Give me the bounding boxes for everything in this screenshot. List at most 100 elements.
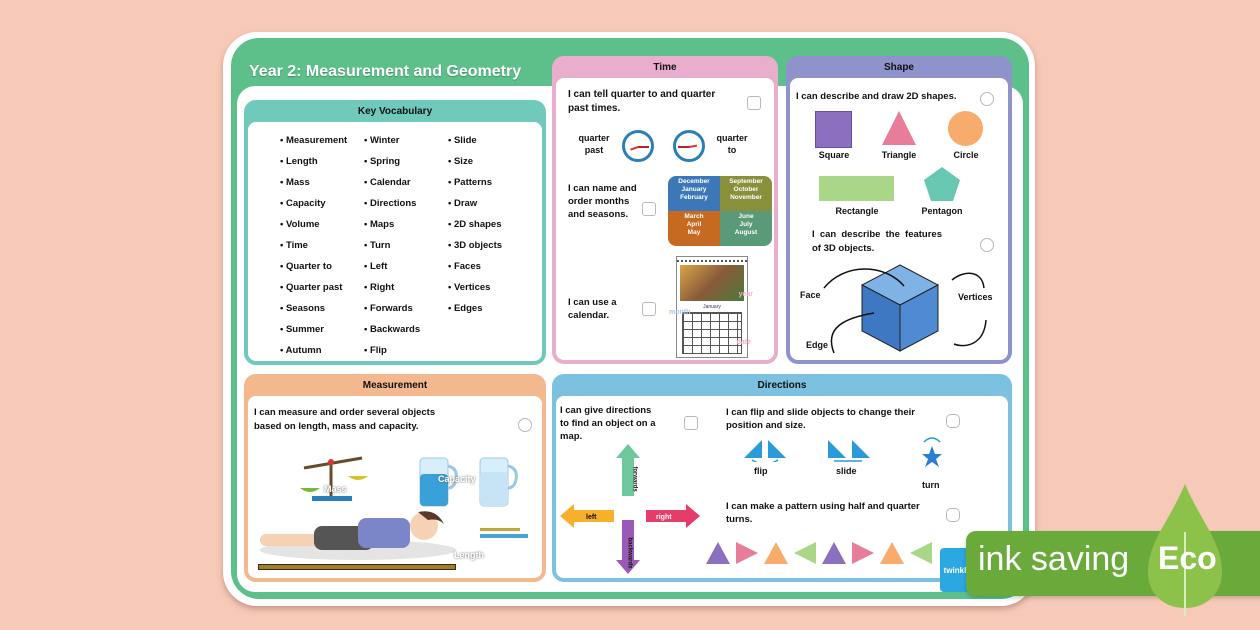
triangle-icon bbox=[882, 111, 916, 145]
shape-statement-1: I can describe and draw 2D shapes. bbox=[796, 91, 957, 102]
vocab-item: Draw bbox=[448, 193, 502, 214]
ink-saving-text: ink saving bbox=[978, 540, 1130, 578]
vocab-item: Summer bbox=[280, 319, 347, 340]
square-label: Square bbox=[818, 150, 850, 160]
vocab-item: Seasons bbox=[280, 298, 347, 319]
vocab-item: Size bbox=[448, 151, 502, 172]
directions-statement-1: I can give directions to find an object … bbox=[560, 405, 656, 442]
pentagon-icon bbox=[924, 167, 960, 201]
vocab-item: Autumn bbox=[280, 340, 347, 361]
vocab-item: Volume bbox=[280, 214, 347, 235]
flip-icon bbox=[744, 440, 786, 462]
vocab-item: Time bbox=[280, 235, 347, 256]
vocab-item: Quarter past bbox=[280, 277, 347, 298]
vocab-item: Measurement bbox=[280, 130, 347, 151]
rectangle-icon bbox=[819, 176, 894, 201]
leaf-icon bbox=[1148, 484, 1222, 616]
turn-icon bbox=[922, 437, 942, 467]
slide-label: slide bbox=[836, 466, 857, 476]
vocab-item: Right bbox=[364, 277, 420, 298]
time-checkbox-3[interactable] bbox=[642, 302, 656, 316]
vocab-item: Maps bbox=[364, 214, 420, 235]
time-panel: Time I can tell quarter to and quarter p… bbox=[552, 56, 778, 364]
vocab-item: Faces bbox=[448, 256, 502, 277]
eco-label: Eco bbox=[1158, 540, 1217, 576]
directions-checkbox-3[interactable] bbox=[946, 508, 960, 522]
vocab-item: Backwards bbox=[364, 319, 420, 340]
time-checkbox-2[interactable] bbox=[642, 202, 656, 216]
vocab-item: Turn bbox=[364, 235, 420, 256]
pentagon-label: Pentagon bbox=[921, 206, 963, 216]
vocab-item: 2D shapes bbox=[448, 214, 502, 235]
vocab-column-1: Measurement Length Mass Capacity Volume … bbox=[280, 130, 348, 361]
calendar-month-label: January bbox=[703, 304, 721, 310]
shape-checkbox-2[interactable] bbox=[980, 238, 994, 252]
square-icon bbox=[815, 111, 852, 148]
child-lying-icon bbox=[260, 511, 456, 560]
short-bars-icon-2 bbox=[480, 534, 528, 538]
measurement-statement: I can measure and order several objects … bbox=[254, 407, 436, 432]
jug-empty-icon bbox=[479, 457, 518, 507]
time-heading: Time bbox=[653, 61, 677, 73]
shape-statement-2: I can describe the features of 3D object… bbox=[812, 229, 942, 254]
directions-checkbox-1[interactable] bbox=[684, 416, 698, 430]
direction-arrows-icon bbox=[560, 444, 700, 574]
vocab-item: Quarter to bbox=[280, 256, 347, 277]
turn-label: turn bbox=[922, 480, 940, 490]
directions-checkbox-2[interactable] bbox=[946, 414, 960, 428]
slide-icon bbox=[828, 440, 870, 462]
forwards-arrow-label: forwards bbox=[631, 466, 638, 492]
vocab-item: Vertices bbox=[448, 277, 502, 298]
clock-quarter-to-icon bbox=[673, 130, 705, 162]
quarter-to-label: quarter to bbox=[716, 133, 748, 155]
directions-statement-3: I can make a pattern using half and quar… bbox=[726, 501, 920, 525]
quarter-past-label: quarter past bbox=[578, 133, 610, 155]
calendar-date-tag: date bbox=[736, 339, 751, 346]
rectangle-label: Rectangle bbox=[835, 206, 879, 216]
time-statement-2: I can name and order months and seasons. bbox=[568, 183, 637, 220]
vocab-item: Directions bbox=[364, 193, 420, 214]
time-statement-3: I can use a calendar. bbox=[568, 297, 617, 321]
backwards-arrow-label: backwards bbox=[626, 537, 633, 569]
vocab-item: Spring bbox=[364, 151, 420, 172]
measurement-checkbox[interactable] bbox=[518, 418, 532, 432]
turn-pattern-icon bbox=[706, 542, 932, 564]
directions-panel: Directions I can give directions to find… bbox=[552, 374, 1012, 582]
directions-heading: Directions bbox=[757, 379, 807, 391]
shape-panel: Shape I can describe and draw 2D shapes.… bbox=[786, 56, 1012, 364]
vocab-item: Mass bbox=[280, 172, 347, 193]
vocab-item: Edges bbox=[448, 298, 502, 319]
calendar-month-tag: month bbox=[669, 309, 691, 316]
triangle-label: Triangle bbox=[881, 150, 917, 160]
circle-label: Circle bbox=[953, 150, 979, 160]
length-label: Length bbox=[454, 550, 484, 560]
shape-checkbox-1[interactable] bbox=[980, 92, 994, 106]
calendar-picture: January year month date bbox=[669, 256, 753, 358]
calendar-year-label: year bbox=[738, 291, 753, 298]
vocab-item: Length bbox=[280, 151, 347, 172]
face-label: Face bbox=[800, 290, 821, 300]
measurement-panel: Measurement I can measure and order seve… bbox=[244, 374, 546, 582]
vocab-item: Capacity bbox=[280, 193, 347, 214]
clock-quarter-past-icon bbox=[622, 130, 654, 162]
feature-arrows-icon bbox=[823, 268, 987, 354]
capacity-label: Capacity bbox=[438, 474, 476, 484]
left-arrow-label: left bbox=[586, 514, 597, 521]
time-checkbox-1[interactable] bbox=[747, 96, 761, 110]
vocab-item: Winter bbox=[364, 130, 420, 151]
right-arrow-label: right bbox=[656, 514, 672, 521]
page-title: Year 2: Measurement and Geometry bbox=[249, 63, 522, 80]
key-vocabulary-panel: Key Vocabulary Measurement Length Mass C… bbox=[244, 100, 546, 365]
time-statement-1: I can tell quarter to and quarter past t… bbox=[568, 89, 716, 114]
shape-heading: Shape bbox=[883, 61, 914, 73]
twinkl-logo: twinkl bbox=[940, 548, 970, 592]
length-ruler-icon bbox=[258, 564, 456, 570]
vocab-column-3: Slide Size Patterns Draw 2D shapes 3D ob… bbox=[448, 130, 502, 319]
vocab-item: 3D objects bbox=[448, 235, 502, 256]
edge-label: Edge bbox=[806, 340, 829, 350]
key-vocabulary-heading: Key Vocabulary bbox=[357, 105, 433, 117]
